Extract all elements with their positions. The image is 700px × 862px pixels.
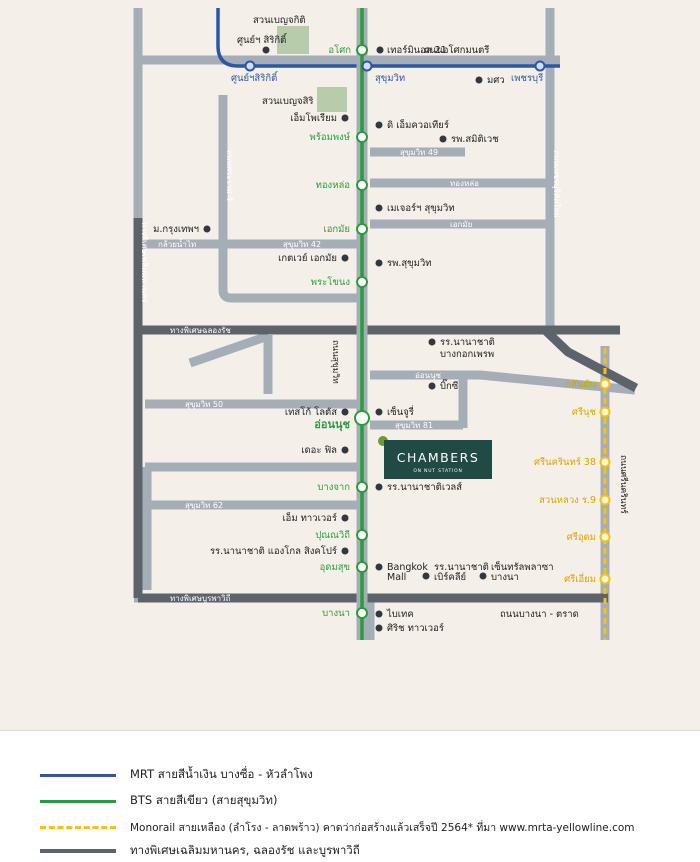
- landmark-label: Bangkok: [387, 562, 428, 573]
- landmark-label: ดิ เอ็มควอเทียร์: [387, 118, 449, 131]
- landmark-label: รพ.สมิติเวช: [451, 134, 499, 145]
- landmark-label: รร.นานาชาติ: [440, 337, 495, 348]
- landmark-label: Mall: [387, 572, 406, 583]
- monorail-station-label: ศรีนครินทร์ 38: [534, 456, 596, 468]
- bts-station-markers: [354, 44, 370, 619]
- legend-item-expressway: ทางพิเศษเฉลิมมหานคร, ฉลองรัช และบูรพาวิถ…: [40, 841, 360, 861]
- bts-station-label: พร้อมพงษ์: [310, 131, 351, 143]
- monorail-station-label: ศรีนุช: [572, 406, 597, 418]
- road-label-chalerm: ทางพิเศษเฉลิมมหานคร: [140, 222, 149, 303]
- legend-item-bts: BTS สายสีเขียว (สายสุขุมวิท): [40, 791, 277, 811]
- landmark-label: เมเจอร์ฯ สุขุมวิท: [387, 202, 455, 214]
- bts-station-label: บางนา: [322, 608, 350, 619]
- landmark-label: เดอะ ฟิล: [301, 445, 337, 456]
- legend-label: ทางพิเศษเฉลิมมหานคร, ฉลองรัช และบูรพาวิถ…: [130, 843, 360, 857]
- landmark-label: บางกอกเพรพ: [440, 349, 494, 360]
- bts-station-label: อโศก: [328, 44, 351, 56]
- road-label: อ่อนนุช: [415, 371, 442, 380]
- road-label-rama4: ถนนพระราม 4: [225, 150, 234, 201]
- landmark-label: รร.นานาชาติ: [434, 562, 489, 573]
- mrt-station-label: ศูนย์ฯสิริกิติ์: [231, 70, 279, 84]
- landmark-label: เอ็ม ทาวเวอร์: [282, 511, 337, 524]
- bts-station-label: บางจาก: [317, 482, 350, 493]
- landmark-label: เกตเวย์ เอกมัย: [278, 252, 337, 264]
- bts-station-label: อ่อนนุช: [314, 418, 350, 432]
- landmark-label: เบิร์คลีย์: [434, 571, 466, 583]
- park-benjasiri: [317, 87, 347, 112]
- park-label: สวนเบญจกิติ: [253, 15, 306, 26]
- landmark-label: ศิริช ทาวเวอร์: [387, 622, 444, 634]
- bts-station-labels: อโศก พร้อมพงษ์ ทองหล่อ เอกมัย พระโขนง อ่…: [310, 44, 352, 619]
- bts-station-label: เอกมัย: [323, 224, 350, 235]
- road-label: ทองหล่อ: [450, 179, 479, 188]
- road-label: สุขุมวิท 42: [283, 240, 321, 249]
- road-label: กล้วยน้ำไท: [158, 238, 196, 249]
- mrt-blue-line: [216, 8, 560, 68]
- road-label-petchaburi: ถนนเพชรบุรีตัดใหม่: [552, 150, 561, 218]
- monorail-swatch: [40, 825, 116, 829]
- road-label-sukhumvit: ถนนสุขุมวิท: [330, 340, 340, 384]
- chambers-box: [384, 440, 492, 479]
- chambers-logo-text: CHAMBERS: [397, 450, 480, 465]
- expressway-swatch: [40, 849, 116, 853]
- mrt-station-label: เพชรบุรี: [511, 72, 543, 84]
- monorail-station-markers: [599, 378, 611, 585]
- map-legend: MRT สายสีน้ำเงิน บางซื่อ - หัวลำโพง BTS …: [0, 730, 700, 862]
- landmark-label: บิ๊กซี: [440, 378, 459, 392]
- landmark-label: ม.กรุงเทพฯ: [153, 224, 199, 235]
- road-label: สุขุมวิท 81: [395, 421, 433, 430]
- landmark-dots: [203, 46, 487, 632]
- legend-item-monorail: Monorail สายเหลือง (ลำโรง - ลาดพร้าว) คา…: [40, 817, 635, 837]
- legend-label: Monorail สายเหลือง (ลำโรง - ลาดพร้าว) คา…: [130, 821, 635, 834]
- map-canvas: CHAMBERS ON NUT STATION สวนเบญจกิติ สวนเ…: [133, 8, 639, 640]
- landmark-label: เทอร์มินอล 21: [387, 44, 447, 56]
- road-labels-on-road: สุขุมวิท 49 ทองหล่อ เอกมัย กล้วยน้ำไท สุ…: [158, 148, 479, 604]
- road-label: ทางพิเศษฉลองรัช: [170, 326, 231, 335]
- location-map: CHAMBERS ON NUT STATION สวนเบญจกิติ สวนเ…: [0, 0, 700, 730]
- road-label-bangna-trad: ถนนบางนา - ตราด: [500, 609, 579, 620]
- road-label: สุขุมวิท 50: [185, 400, 223, 409]
- chambers-logo-sub: ON NUT STATION: [413, 468, 462, 474]
- mrt-station-label: สุขุมวิท: [375, 73, 405, 84]
- landmark-label: บางนา: [491, 572, 519, 583]
- bts-swatch: [40, 799, 116, 803]
- landmark-label: ไบเทค: [386, 608, 414, 620]
- bts-station-label: ปุณณวิถี: [315, 529, 350, 541]
- monorail-station-label: ศรีอุดม: [567, 531, 596, 543]
- road-label: สุขุมวิท 49: [400, 148, 438, 157]
- park-label: สวนเบญจสิริ: [262, 96, 313, 107]
- monorail-station-labels: กลันตัน ศรีนุช ศรีนครินทร์ 38 สวนหลวง ร.…: [534, 379, 597, 585]
- bts-station-label: อุดมสุข: [320, 562, 350, 573]
- bts-station-label: ทองหล่อ: [316, 180, 350, 191]
- landmark-label: เทสโก้ โลตัส: [285, 406, 337, 418]
- landmark-label: เอ็มโพเรียม: [290, 111, 337, 124]
- landmark-label: รร.นานาชาติเวลส์: [387, 481, 462, 493]
- monorail-station-label: ศรีเอี่ยม: [564, 572, 596, 585]
- mrt-swatch: [40, 773, 116, 777]
- expressway-network: [133, 218, 639, 603]
- road-label: ทางพิเศษบูรพาวิถี: [170, 594, 231, 604]
- park-benjakitti: [277, 26, 309, 54]
- road-label-asoke: ถนนอโศกมนตรี: [424, 44, 489, 56]
- monorail-station-label: กลันตัน: [565, 379, 596, 390]
- road-label: สุขุมวิท 62: [185, 501, 223, 510]
- legend-label: BTS สายสีเขียว (สายสุขุมวิท): [130, 793, 278, 807]
- landmark-labels: ศูนย์ฯ สิริกิติ์ เทอร์มินอล 21 มศว เอ็มโ…: [153, 32, 553, 634]
- landmark-label: รร.นานาชาติ แองโกล สิงคโปร์: [210, 545, 337, 557]
- road-label-srinakarin: ถนนศรีนครินทร์: [618, 455, 629, 514]
- legend-label: MRT สายสีน้ำเงิน บางซื่อ - หัวลำโพง: [130, 767, 313, 781]
- landmark-label: มศว: [487, 75, 505, 86]
- landmark-label: เซ็นทรัลพลาซา: [491, 560, 554, 573]
- landmark-label: รพ.สุขุมวิท: [387, 258, 432, 269]
- monorail-station-label: สวนหลวง ร.9: [539, 495, 596, 506]
- landmark-label: ศูนย์ฯ สิริกิติ์: [237, 32, 288, 46]
- road-label: เอกมัย: [450, 220, 472, 229]
- mrt-station-markers: [244, 60, 546, 72]
- bts-station-label: พระโขนง: [311, 276, 350, 288]
- landmark-label: เซ็นจูรี่: [387, 405, 414, 418]
- legend-item-mrt: MRT สายสีน้ำเงิน บางซื่อ - หัวลำโพง: [40, 765, 313, 785]
